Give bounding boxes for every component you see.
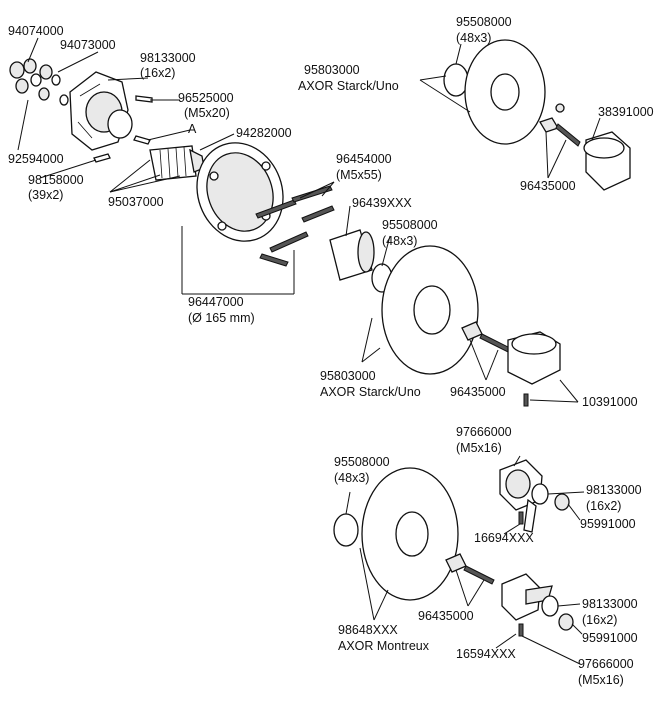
long-screw-b bbox=[291, 185, 333, 203]
label-m5x55: (M5x55) bbox=[336, 168, 382, 182]
valve-body-edges bbox=[77, 83, 101, 139]
label-axor-montreux: AXOR Montreux bbox=[338, 639, 430, 653]
label-96435000-b: 96435000 bbox=[450, 385, 506, 399]
label-98133000-top: 98133000 bbox=[140, 51, 196, 65]
label-96439xxx: 96439XXX bbox=[352, 196, 412, 210]
label-38391000: 38391000 bbox=[598, 105, 654, 119]
label-96447000: 96447000 bbox=[188, 295, 244, 309]
label-m5x16-b: (M5x16) bbox=[578, 673, 624, 687]
ring-hole-c bbox=[217, 221, 227, 231]
label-98648xxx: 98648XXX bbox=[338, 623, 398, 637]
fitting-94073000-a bbox=[39, 64, 53, 80]
label-a: A bbox=[188, 122, 197, 136]
label-95991000-b: 95991000 bbox=[582, 631, 638, 645]
cap-95991000-b bbox=[558, 613, 574, 631]
label-95803000-b: 95803000 bbox=[320, 369, 376, 383]
ring-hole-a bbox=[209, 171, 219, 181]
label-96454000: 96454000 bbox=[336, 152, 392, 166]
long-screw-c bbox=[269, 231, 309, 253]
label-16694xxx: 16694XXX bbox=[474, 531, 534, 545]
escutcheon-hole-a bbox=[490, 73, 520, 111]
label-96525000: 96525000 bbox=[178, 91, 234, 105]
oring-95508000-c bbox=[333, 513, 359, 547]
oring-98133000-b bbox=[531, 483, 549, 505]
label-m5x20: (M5x20) bbox=[184, 106, 230, 120]
label-axor-starck-b: AXOR Starck/Uno bbox=[320, 385, 421, 399]
adapter-96435000-a bbox=[539, 117, 559, 133]
ring-hole-b bbox=[261, 161, 271, 171]
long-screw-a bbox=[255, 199, 297, 219]
cap-95991000-a bbox=[554, 493, 570, 511]
label-m5x16-a: (M5x16) bbox=[456, 441, 502, 455]
label-95991000-a: 95991000 bbox=[580, 517, 636, 531]
grub-screw-16694xxx bbox=[518, 511, 524, 525]
escutcheon-hole-c bbox=[395, 511, 429, 557]
label-165mm: (Ø 165 mm) bbox=[188, 311, 255, 325]
label-axor-starck-a: AXOR Starck/Uno bbox=[298, 79, 399, 93]
label-94074000: 94074000 bbox=[8, 24, 64, 38]
handle-16594xxx bbox=[501, 573, 541, 621]
screw-96525000 bbox=[133, 135, 151, 145]
grub-screw-16594xxx bbox=[518, 623, 524, 637]
label-95508000-a: 95508000 bbox=[456, 15, 512, 29]
label-97666000-b: 97666000 bbox=[578, 657, 634, 671]
label-94073000: 94073000 bbox=[60, 38, 116, 52]
label-16x2-c: (16x2) bbox=[582, 613, 617, 627]
oring-small-a bbox=[51, 74, 61, 86]
label-98133000-b: 98133000 bbox=[586, 483, 642, 497]
label-95508000-c: 95508000 bbox=[334, 455, 390, 469]
label-92594000: 92594000 bbox=[8, 152, 64, 166]
label-48x3-a: (48x3) bbox=[456, 31, 491, 45]
label-98158000: 98158000 bbox=[28, 173, 84, 187]
label-48x3-c: (48x3) bbox=[334, 471, 369, 485]
extension-sleeve-end bbox=[357, 231, 375, 273]
fitting-92594000-b bbox=[38, 87, 50, 101]
label-95037000: 95037000 bbox=[108, 195, 164, 209]
screw-96435000-a bbox=[555, 123, 581, 147]
label-98133000-c: 98133000 bbox=[582, 597, 638, 611]
starck-escutcheon-mid bbox=[381, 245, 561, 407]
montreux-assembly bbox=[333, 459, 574, 637]
fitting-92594000-a bbox=[15, 78, 29, 94]
label-16x2-b: (16x2) bbox=[586, 499, 621, 513]
label-96435000-c: 96435000 bbox=[418, 609, 474, 623]
starck-escutcheon-top bbox=[443, 39, 631, 191]
handle-16694xxx-lever bbox=[523, 498, 537, 533]
handle-10391000-top bbox=[511, 333, 557, 355]
screw-98158000 bbox=[93, 153, 111, 163]
label-39x2: (39x2) bbox=[28, 188, 63, 202]
cartridge-95037000 bbox=[149, 145, 197, 181]
fitting-94074000-a bbox=[9, 61, 25, 79]
cartridge-ribs bbox=[159, 146, 187, 179]
label-16594xxx: 16594XXX bbox=[456, 647, 516, 661]
label-96435000-a: 96435000 bbox=[520, 179, 576, 193]
oring-98133000-c bbox=[541, 595, 559, 617]
fitting-94073000-b bbox=[30, 73, 42, 87]
screw-98133000 bbox=[135, 95, 153, 103]
label-16x2-top: (16x2) bbox=[140, 66, 175, 80]
label-94282000: 94282000 bbox=[236, 126, 292, 140]
handle-38391000-top bbox=[583, 137, 625, 159]
screw-96435000-b bbox=[479, 333, 511, 353]
fitting-94074000-b bbox=[23, 58, 37, 74]
escutcheon-hole-b bbox=[413, 285, 451, 335]
valve-body-thread bbox=[107, 109, 133, 139]
part-labels: 94074000 94073000 98133000 (16x2) 965250… bbox=[8, 15, 654, 687]
label-95508000-b: 95508000 bbox=[382, 218, 438, 232]
handle-16694xxx-hub bbox=[505, 469, 531, 499]
screw-96435000-c bbox=[463, 565, 495, 585]
oring-small-b bbox=[59, 94, 69, 106]
label-97666000-a: 97666000 bbox=[456, 425, 512, 439]
label-95803000-a: 95803000 bbox=[304, 63, 360, 77]
long-screw-d bbox=[301, 205, 335, 223]
label-48x3-b: (48x3) bbox=[382, 234, 417, 248]
label-10391000: 10391000 bbox=[582, 395, 638, 409]
grub-screw-a bbox=[555, 103, 565, 113]
long-screw-e bbox=[259, 253, 289, 267]
grub-screw-10391000 bbox=[523, 393, 529, 407]
valve-body-assembly bbox=[9, 58, 393, 293]
leader-lines bbox=[17, 37, 601, 665]
mounting-ring-inner bbox=[206, 152, 274, 232]
